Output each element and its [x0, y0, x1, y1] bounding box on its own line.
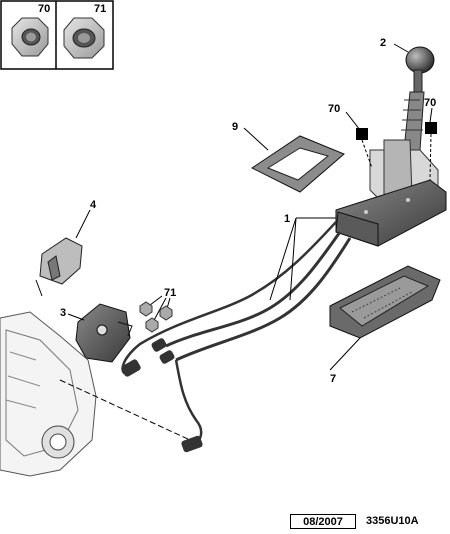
callout-2: 2 [380, 37, 386, 49]
callout-71-nut: 71 [94, 3, 106, 15]
floor-tray [329, 265, 441, 339]
leader-3 [67, 313, 85, 321]
ref-70-mid-marker [345, 111, 373, 169]
callout-71-cluster: 71 [164, 287, 176, 299]
footer-date: 08/2007 [290, 514, 356, 529]
callout-70-mid: 70 [328, 103, 340, 115]
callout-70-nut: 70 [38, 3, 50, 15]
shift-cables [121, 221, 352, 448]
ref-70-right-marker [425, 107, 437, 181]
leader-7 [329, 337, 361, 371]
callout-9: 9 [232, 121, 238, 133]
gaiter-frame [251, 135, 345, 193]
callout-4: 4 [90, 199, 97, 211]
cable-end-fittings [121, 338, 203, 453]
shift-housing [335, 179, 447, 247]
nut-71-icon [63, 17, 105, 59]
nut-inset-box [0, 0, 114, 70]
nut-cluster-71 [139, 295, 173, 333]
gearbox-housing [0, 311, 97, 477]
bracket-top [35, 237, 83, 297]
bracket-lower [75, 303, 133, 363]
leader-9 [243, 127, 269, 151]
leader-4 [75, 209, 91, 239]
callout-70-right: 70 [424, 97, 436, 109]
callout-1: 1 [284, 213, 290, 225]
callout-7: 7 [330, 373, 336, 385]
leader-1 [269, 217, 336, 301]
callout-3: 3 [60, 307, 66, 319]
gear-knob [393, 43, 435, 93]
nut-70-icon [11, 17, 49, 57]
footer-ref: 3356U10A [366, 515, 419, 527]
install-dash-line [59, 379, 191, 441]
